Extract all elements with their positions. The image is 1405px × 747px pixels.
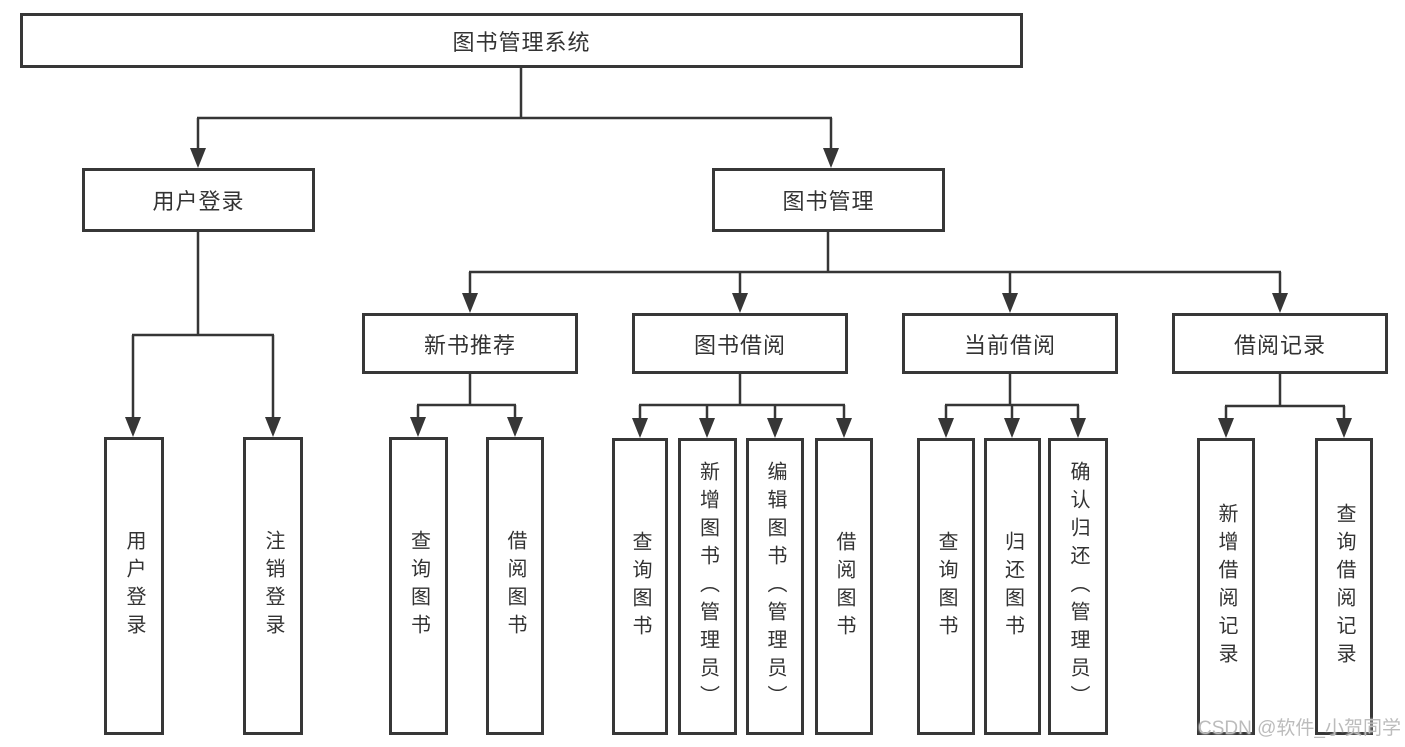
leaf-query-book-current-label: 查询图书 (935, 530, 957, 643)
node-user-login: 用户登录 (82, 168, 315, 232)
leaf-query-book-borrow: 查询图书 (612, 438, 668, 735)
node-book-management: 图书管理 (712, 168, 945, 232)
node-book-borrow-label: 图书借阅 (693, 332, 786, 358)
node-library-management-system: 图书管理系统 (20, 13, 1023, 68)
node-borrow-records-label: 借阅记录 (1233, 332, 1326, 358)
node-book-borrow: 图书借阅 (632, 313, 848, 374)
leaf-add-borrow-record-label: 新增借阅记录 (1215, 502, 1237, 671)
node-current-borrow-label: 当前借阅 (963, 332, 1056, 358)
node-book-management-label: 图书管理 (782, 189, 875, 214)
leaf-add-borrow-record: 新增借阅记录 (1197, 438, 1255, 735)
csdn-watermark: CSDN @软件_小贺同学 (1198, 718, 1401, 739)
leaf-confirm-return-admin-label: 确认归还（管理员） (1067, 460, 1089, 713)
leaf-logout-label: 注销登录 (262, 530, 284, 642)
node-current-borrow: 当前借阅 (902, 313, 1118, 374)
leaf-query-borrow-record: 查询借阅记录 (1315, 438, 1373, 735)
leaf-query-book-borrow-label: 查询图书 (629, 530, 651, 643)
node-new-book-recommend: 新书推荐 (362, 313, 578, 374)
leaf-borrow-book: 借阅图书 (815, 438, 873, 735)
leaf-user-login-label: 用户登录 (123, 530, 145, 642)
leaf-query-book-recommend: 查询图书 (389, 437, 448, 735)
leaf-edit-book-admin: 编辑图书（管理员） (746, 438, 804, 735)
node-user-login-label: 用户登录 (152, 189, 245, 214)
leaf-borrow-book-recommend: 借阅图书 (486, 437, 544, 735)
leaf-confirm-return-admin: 确认归还（管理员） (1048, 438, 1108, 735)
leaf-borrow-book-label: 借阅图书 (833, 530, 855, 643)
leaf-query-borrow-record-label: 查询借阅记录 (1333, 502, 1355, 671)
node-borrow-records: 借阅记录 (1172, 313, 1388, 374)
leaf-borrow-book-recommend-label: 借阅图书 (504, 530, 526, 642)
leaf-query-book-current: 查询图书 (917, 438, 975, 735)
leaf-add-book-admin-label: 新增图书（管理员） (696, 460, 719, 713)
leaf-logout: 注销登录 (243, 437, 303, 735)
leaf-return-book: 归还图书 (984, 438, 1041, 735)
leaf-add-book-admin: 新增图书（管理员） (678, 438, 737, 735)
leaf-return-book-label: 归还图书 (1001, 530, 1024, 643)
leaf-edit-book-admin-label: 编辑图书（管理员） (764, 460, 786, 713)
node-new-book-recommend-label: 新书推荐 (423, 332, 516, 358)
node-library-management-system-label: 图书管理系统 (452, 29, 591, 55)
leaf-query-book-recommend-label: 查询图书 (407, 530, 430, 642)
leaf-user-login: 用户登录 (104, 437, 164, 735)
